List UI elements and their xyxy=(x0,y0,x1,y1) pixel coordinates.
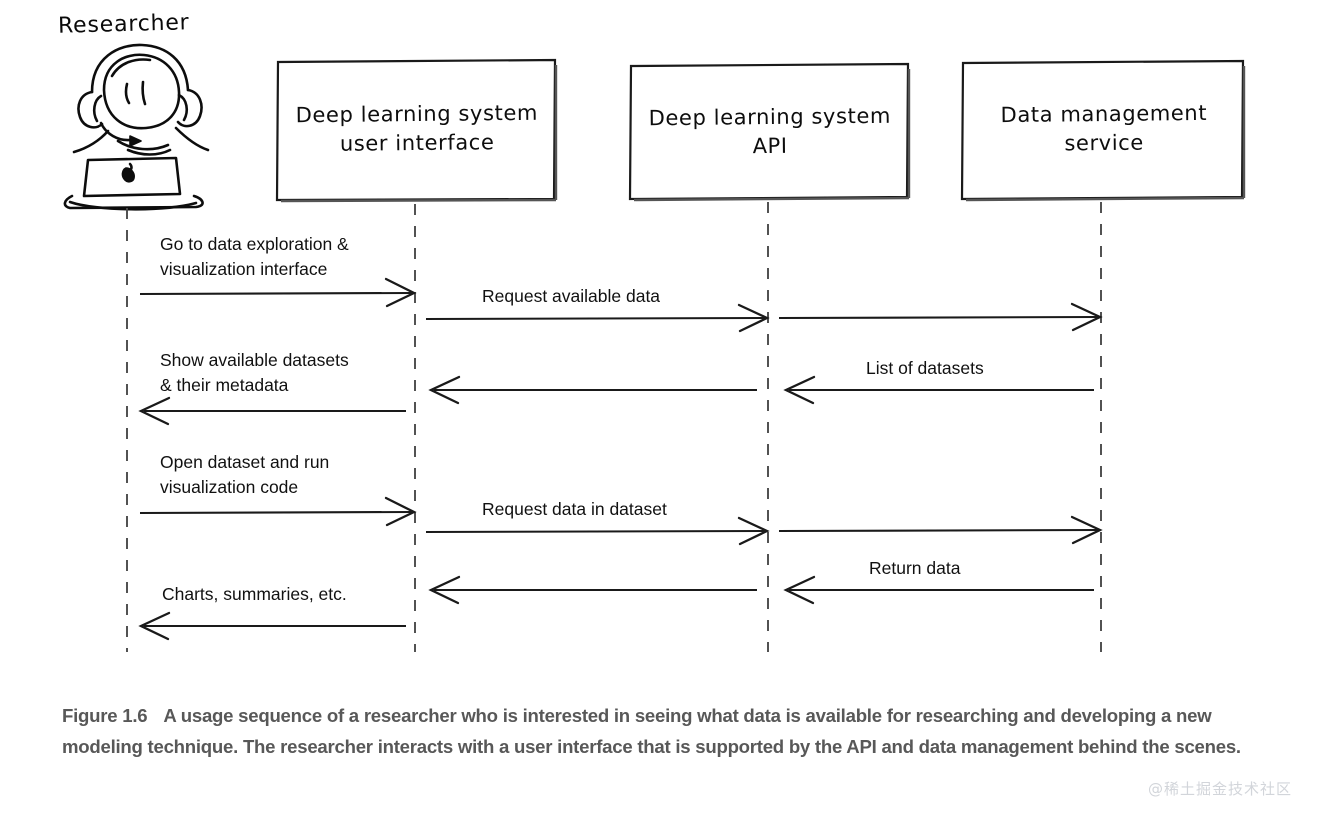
message-arrow-m12 xyxy=(138,611,406,641)
message-arrow-m8 xyxy=(425,516,770,546)
message-arrow-m7 xyxy=(139,496,417,527)
figure-number: Figure 1.6 xyxy=(62,705,148,726)
sequence-diagram-canvas: .box { fill: #ffffff; stroke: #1a1a1a; s… xyxy=(63,43,1246,652)
message-arrow-m5 xyxy=(428,375,757,405)
message-arrow-m11 xyxy=(428,575,757,605)
watermark: @稀土掘金技术社区 xyxy=(1147,780,1292,798)
message-arrow-m6 xyxy=(138,396,406,426)
message-arrow-m1 xyxy=(139,277,417,308)
message-arrow-m10 xyxy=(783,575,1094,605)
participant-box-ui xyxy=(275,58,558,203)
message-arrow-m2 xyxy=(425,303,770,333)
message-arrow-m4 xyxy=(783,375,1094,405)
message-arrow-m9 xyxy=(778,515,1103,545)
participant-box-dms xyxy=(960,59,1246,202)
participant-box-api xyxy=(628,62,911,202)
message-arrow-m3 xyxy=(778,302,1103,332)
figure-caption-text: A usage sequence of a researcher who is … xyxy=(62,705,1241,757)
researcher-icon xyxy=(63,43,210,211)
